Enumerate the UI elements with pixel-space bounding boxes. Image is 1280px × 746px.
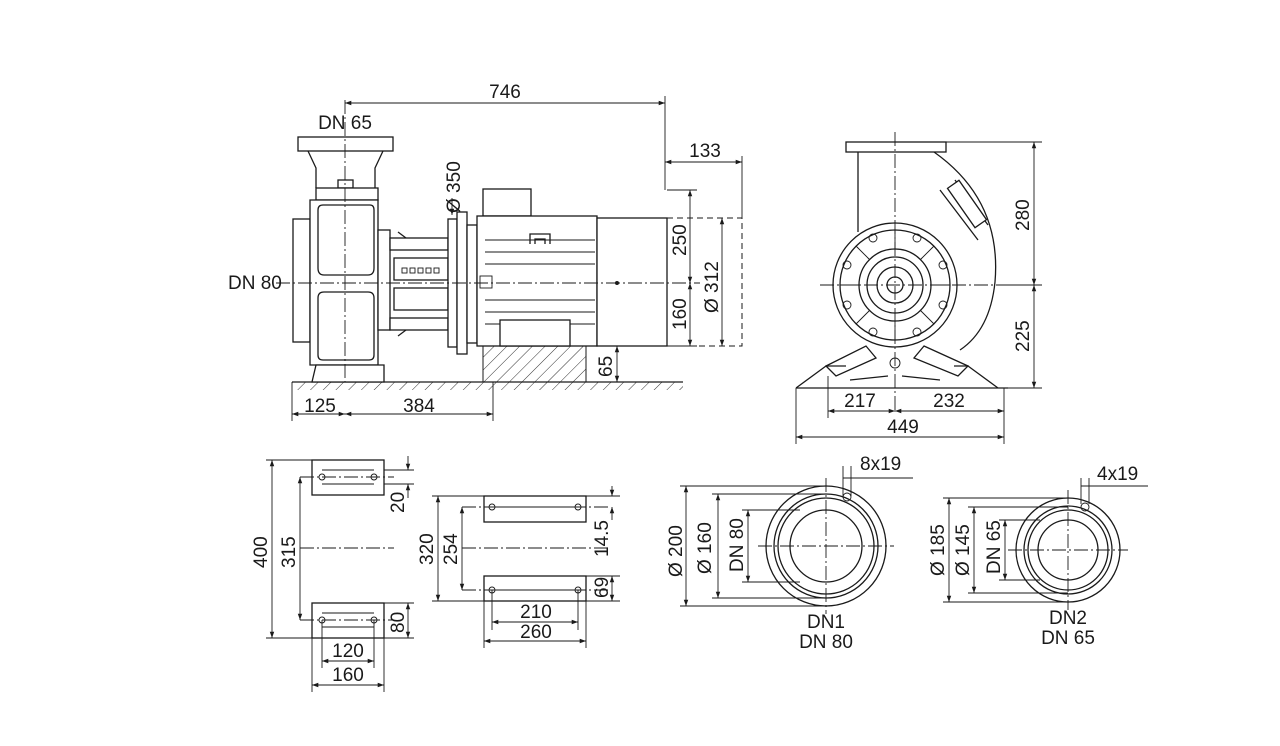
dim-217-232: 217 232	[827, 376, 1005, 444]
label-flange-dn80: DN 80	[228, 273, 282, 294]
label-315: 315	[279, 536, 300, 568]
label-dia-350: Ø 350	[444, 161, 465, 213]
label-125: 125	[304, 396, 336, 417]
label-225: 225	[1013, 320, 1034, 352]
dim-dia-185-145-dn65: Ø 185 Ø 145 DN 65	[928, 497, 1068, 603]
dim-320-254: 320 254	[417, 495, 484, 602]
dim-dia-312: Ø 312	[702, 218, 725, 346]
label-217: 217	[844, 391, 876, 412]
label-dn1: DN1	[807, 612, 845, 633]
label-dn1-size: DN 80	[799, 632, 853, 653]
dim-280-225: 280 225	[946, 141, 1042, 389]
flange-dn2: Ø 185 Ø 145 DN 65 4x19 DN2 DN 65	[928, 464, 1148, 649]
label-232: 232	[933, 391, 965, 412]
label-dia-145: Ø 145	[953, 524, 974, 576]
label-20: 20	[388, 492, 409, 513]
label-133: 133	[689, 141, 721, 162]
dim-65: 65	[586, 345, 625, 382]
label-dn2: DN2	[1049, 608, 1087, 629]
label-dia-185: Ø 185	[928, 524, 949, 576]
dim-4x19: 4x19	[1080, 464, 1148, 504]
foot-detail-b: 320 254 14.5 69 210 260	[417, 486, 620, 648]
dim-20: 20	[384, 456, 414, 513]
label-210: 210	[520, 602, 552, 623]
dim-dia-350: Ø 350	[444, 161, 465, 215]
label-flange-dn65: DN 65	[318, 113, 372, 134]
label-320: 320	[417, 533, 438, 565]
label-160: 160	[332, 665, 364, 686]
dim-69: 69	[586, 575, 620, 602]
label-length-746: 746	[489, 82, 521, 103]
label-dn80-inner: DN 80	[727, 518, 748, 572]
shaft-coupling	[389, 231, 449, 337]
motor-body	[476, 188, 743, 347]
label-400: 400	[251, 536, 272, 568]
dim-133: 133	[665, 141, 743, 218]
label-260: 260	[520, 622, 552, 643]
dim-746: 746	[345, 82, 666, 190]
label-120: 120	[332, 641, 364, 662]
label-4x19: 4x19	[1097, 464, 1138, 485]
pump-casing	[292, 136, 394, 383]
label-dia-160: Ø 160	[695, 522, 716, 574]
label-160: 160	[670, 298, 691, 330]
side-view: 746 133 Ø 350 250 160 Ø 312 65	[228, 82, 743, 421]
label-65: 65	[596, 356, 617, 377]
label-8x19: 8x19	[860, 454, 901, 475]
flange-dn1: Ø 200 Ø 160 DN 80 8x19 DN1 DN 80	[666, 454, 913, 653]
dim-250-160: 250 160	[667, 189, 697, 347]
dim-125-384: 125 384	[291, 382, 494, 421]
label-384: 384	[403, 396, 435, 417]
label-254: 254	[441, 533, 462, 565]
label-69: 69	[592, 577, 613, 598]
dim-dia-200-160-dn80: Ø 200 Ø 160 DN 80	[666, 485, 826, 607]
dim-14-5: 14.5	[586, 486, 620, 557]
dim-80: 80	[384, 602, 414, 639]
dim-400-315: 400 315	[251, 459, 312, 639]
label-250: 250	[670, 224, 691, 256]
label-dia-312: Ø 312	[702, 261, 723, 313]
front-view: 280 225 217 232 449	[795, 132, 1042, 444]
label-280: 280	[1013, 199, 1034, 231]
foot-detail-a: 400 315 20 80 120 160	[251, 456, 414, 692]
ground-baseline	[292, 381, 683, 390]
dim-449: 449	[795, 388, 1004, 444]
label-dn2-size: DN 65	[1041, 628, 1095, 649]
label-449: 449	[887, 417, 919, 438]
label-dn65-inner: DN 65	[984, 520, 1005, 574]
label-14-5: 14.5	[592, 520, 613, 557]
foundation-block	[482, 345, 587, 383]
label-80: 80	[388, 612, 409, 633]
label-dia-200: Ø 200	[666, 525, 687, 577]
dim-210-260: 210 260	[483, 590, 587, 648]
dim-120-160: 120 160	[311, 620, 385, 692]
dim-8x19: 8x19	[842, 454, 913, 496]
